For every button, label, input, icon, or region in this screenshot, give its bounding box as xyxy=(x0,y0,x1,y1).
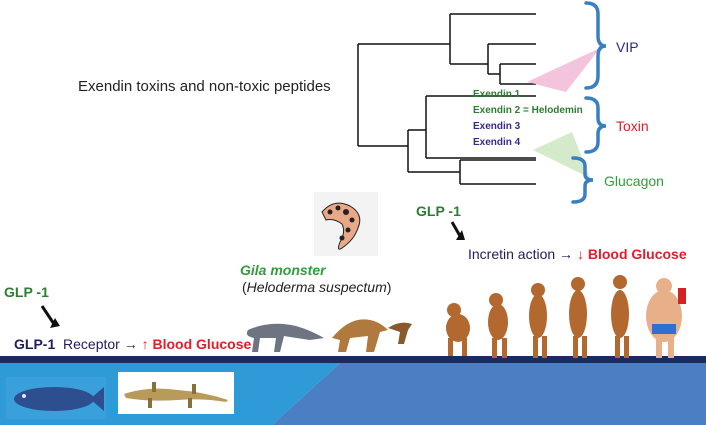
incretin-line: Incretin action → ↓ Blood Glucose xyxy=(468,246,687,262)
up-arrow-icon: ↑ xyxy=(141,336,149,352)
receptor-text: Receptor → xyxy=(63,336,138,352)
glp1-left-arrow xyxy=(40,305,56,325)
receptor-line: GLP-1 Receptor → ↑ Blood Glucose xyxy=(14,336,251,352)
gila-monster-photo xyxy=(314,192,378,256)
gila-monster-name: Gila monster xyxy=(240,262,326,278)
ground-right xyxy=(272,363,706,425)
salamander-photo xyxy=(118,372,234,414)
exendin-1-label: Exendin 1 xyxy=(473,89,521,100)
glp1-right-label: GLP -1 xyxy=(416,203,461,219)
toxin-bracket xyxy=(584,96,607,154)
glucagon-bracket xyxy=(571,156,594,204)
reptile-evolution-illustration xyxy=(246,319,412,352)
glucagon-wedge xyxy=(533,132,590,178)
diagram-title: Exendin toxins and non-toxic peptides xyxy=(78,78,331,95)
human-evolution-illustration xyxy=(446,275,686,358)
vip-wedge xyxy=(527,48,600,92)
toxin-label: Toxin xyxy=(616,118,649,134)
glp1-right-arrow xyxy=(450,221,462,237)
exendin-2-label: Exendin 2 = Helodemin xyxy=(473,105,583,116)
glucagon-label: Glucagon xyxy=(604,173,664,189)
exendin-4-label: Exendin 4 xyxy=(473,137,521,148)
receptor-label: GLP-1 xyxy=(14,336,56,352)
exendin-3-label: Exendin 3 xyxy=(473,121,521,132)
vip-label: VIP xyxy=(616,39,639,55)
down-arrow-icon: ↓ xyxy=(576,246,584,262)
coelacanth-photo xyxy=(6,377,106,419)
blood-glucose-down: Blood Glucose xyxy=(587,246,687,262)
ground-line xyxy=(0,356,706,363)
incretin-text: Incretin action → xyxy=(468,246,574,262)
glp1-left-label: GLP -1 xyxy=(4,284,49,300)
vip-bracket xyxy=(584,1,607,90)
blood-glucose-up: Blood Glucose xyxy=(152,336,252,352)
gila-scientific-name: (Heloderma suspectum) xyxy=(242,279,392,295)
